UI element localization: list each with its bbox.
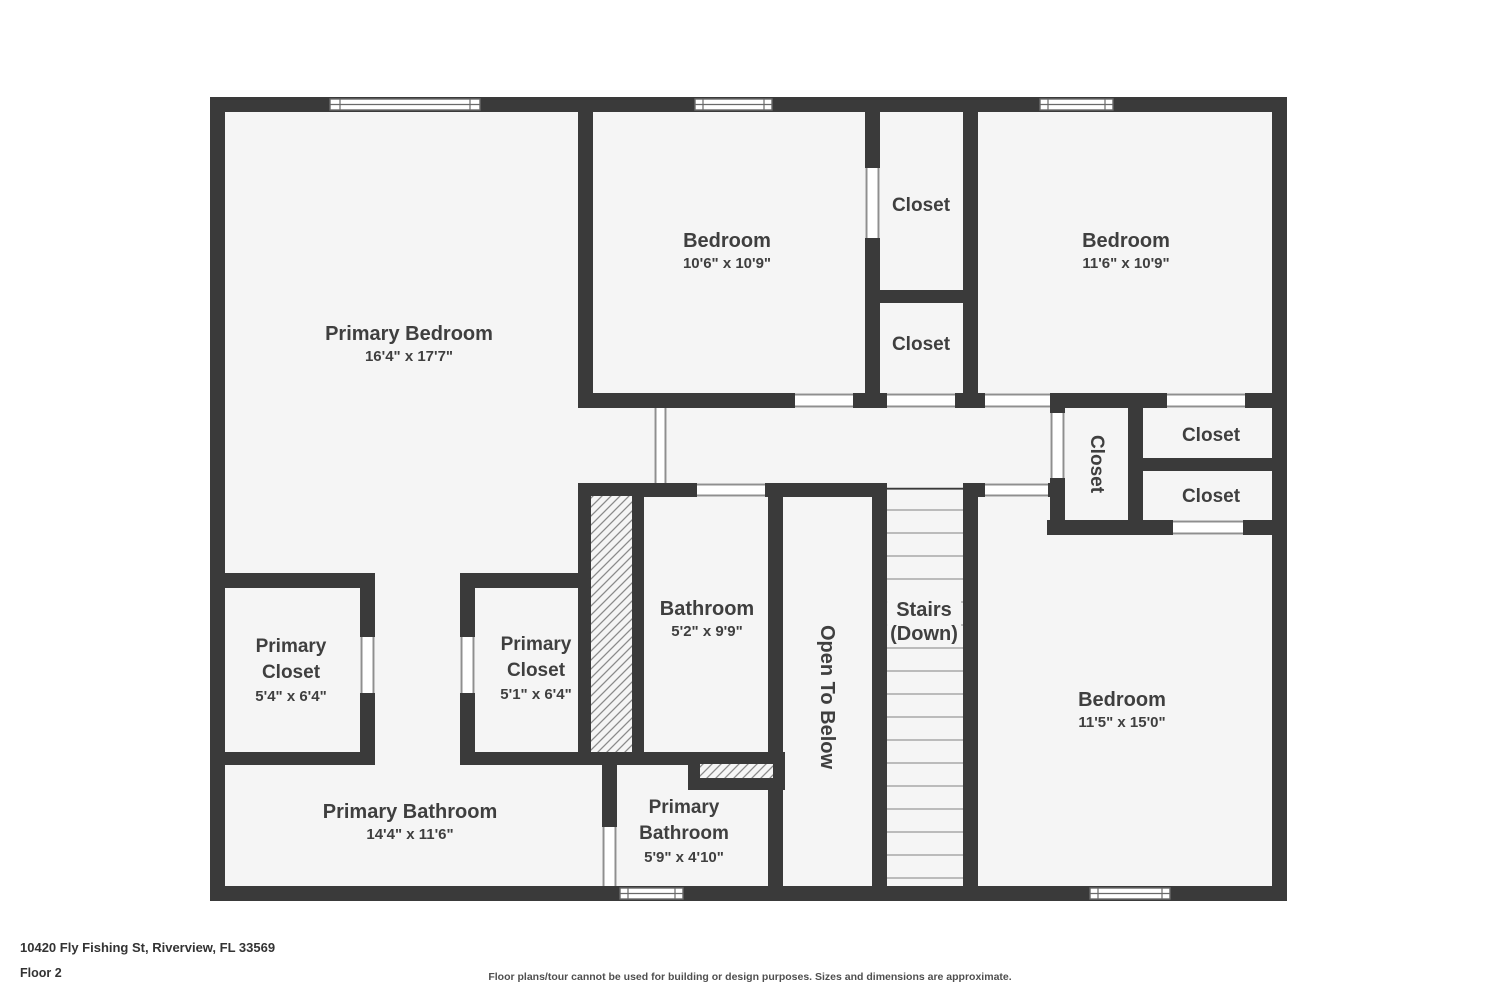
floor-label: Floor 2 [20,966,62,980]
disclaimer-text: Floor plans/tour cannot be used for buil… [488,971,1012,983]
room-name: Open To Below [816,624,838,770]
room-dims: 10'6" x 10'9" [682,255,772,272]
room-label-stairs: Stairs (Down) [887,598,961,646]
room-name: Primary [255,636,327,657]
windows [329,98,1171,900]
room-dims: 14'4" x 11'6" [366,826,454,843]
room-name: Bedroom [1078,689,1166,711]
room-dims: 11'5" x 15'0" [1078,714,1166,731]
room-dims: 5'4" x 6'4" [255,688,327,705]
room-label-open-to-below: Open To Below [815,625,839,769]
room-name: Bedroom [683,230,771,252]
room-dims: 5'9" x 4'10" [644,849,724,866]
room-name: Closet [891,334,951,355]
room-name: Stairs [887,598,961,622]
room-name: Closet [1181,425,1241,446]
room-label-primary-bathroom-large: Primary Bathroom 14'4" x 11'6" [323,800,498,846]
room-name: Primary [500,634,572,655]
room-label-bedroom-bottom: Bedroom 11'5" x 15'0" [1078,688,1166,734]
room-name: Closet [506,660,566,681]
room-name: Closet [891,195,951,216]
room-name: Closet [261,662,321,683]
room-label-closet-middle-lower: Closet [892,332,950,358]
room-label-closet-right-lower: Closet [1182,484,1240,510]
room-name: Closet [1181,486,1241,507]
room-label-primary-closet-left: Primary Closet 5'4" x 6'4" [255,634,326,708]
hatch-wall-horizontal [700,764,773,778]
room-name: Bedroom [1082,230,1170,252]
room-name: Primary [648,797,720,818]
room-name: Closet [1086,434,1107,494]
room-label-closet-middle-upper: Closet [892,193,950,219]
room-name: Bathroom [639,823,729,844]
room-name: Primary Bathroom [322,801,498,823]
room-label-primary-closet-right: Primary Closet 5'1" x 6'4" [500,632,571,706]
room-dims: 5'2" x 9'9" [671,623,743,640]
property-address: 10420 Fly Fishing St, Riverview, FL 3356… [20,940,276,955]
hatch-wall-vertical [591,496,632,752]
room-label-bathroom: Bathroom 5'2" x 9'9" [660,597,754,643]
room-label-bedroom-middle: Bedroom 10'6" x 10'9" [683,229,771,275]
room-label-closet-hall: Closet [1083,435,1109,493]
room-label-primary-bathroom-small: Primary Bathroom 5'9" x 4'10" [639,795,729,869]
door-openings [360,168,1245,886]
room-dims: 11'6" x 10'9" [1082,255,1170,272]
room-label-closet-right-upper: Closet [1182,423,1240,449]
room-name: Bathroom [659,598,755,620]
room-label-primary-bedroom: Primary Bedroom 16'4" x 17'7" [325,322,493,368]
hatched-walls [591,496,773,778]
room-name: Primary Bedroom [325,323,493,345]
room-dims: 5'1" x 6'4" [500,686,572,703]
room-name: (Down) [887,622,961,646]
room-dims: 16'4" x 17'7" [364,348,454,365]
room-label-bedroom-right: Bedroom 11'6" x 10'9" [1082,229,1170,275]
